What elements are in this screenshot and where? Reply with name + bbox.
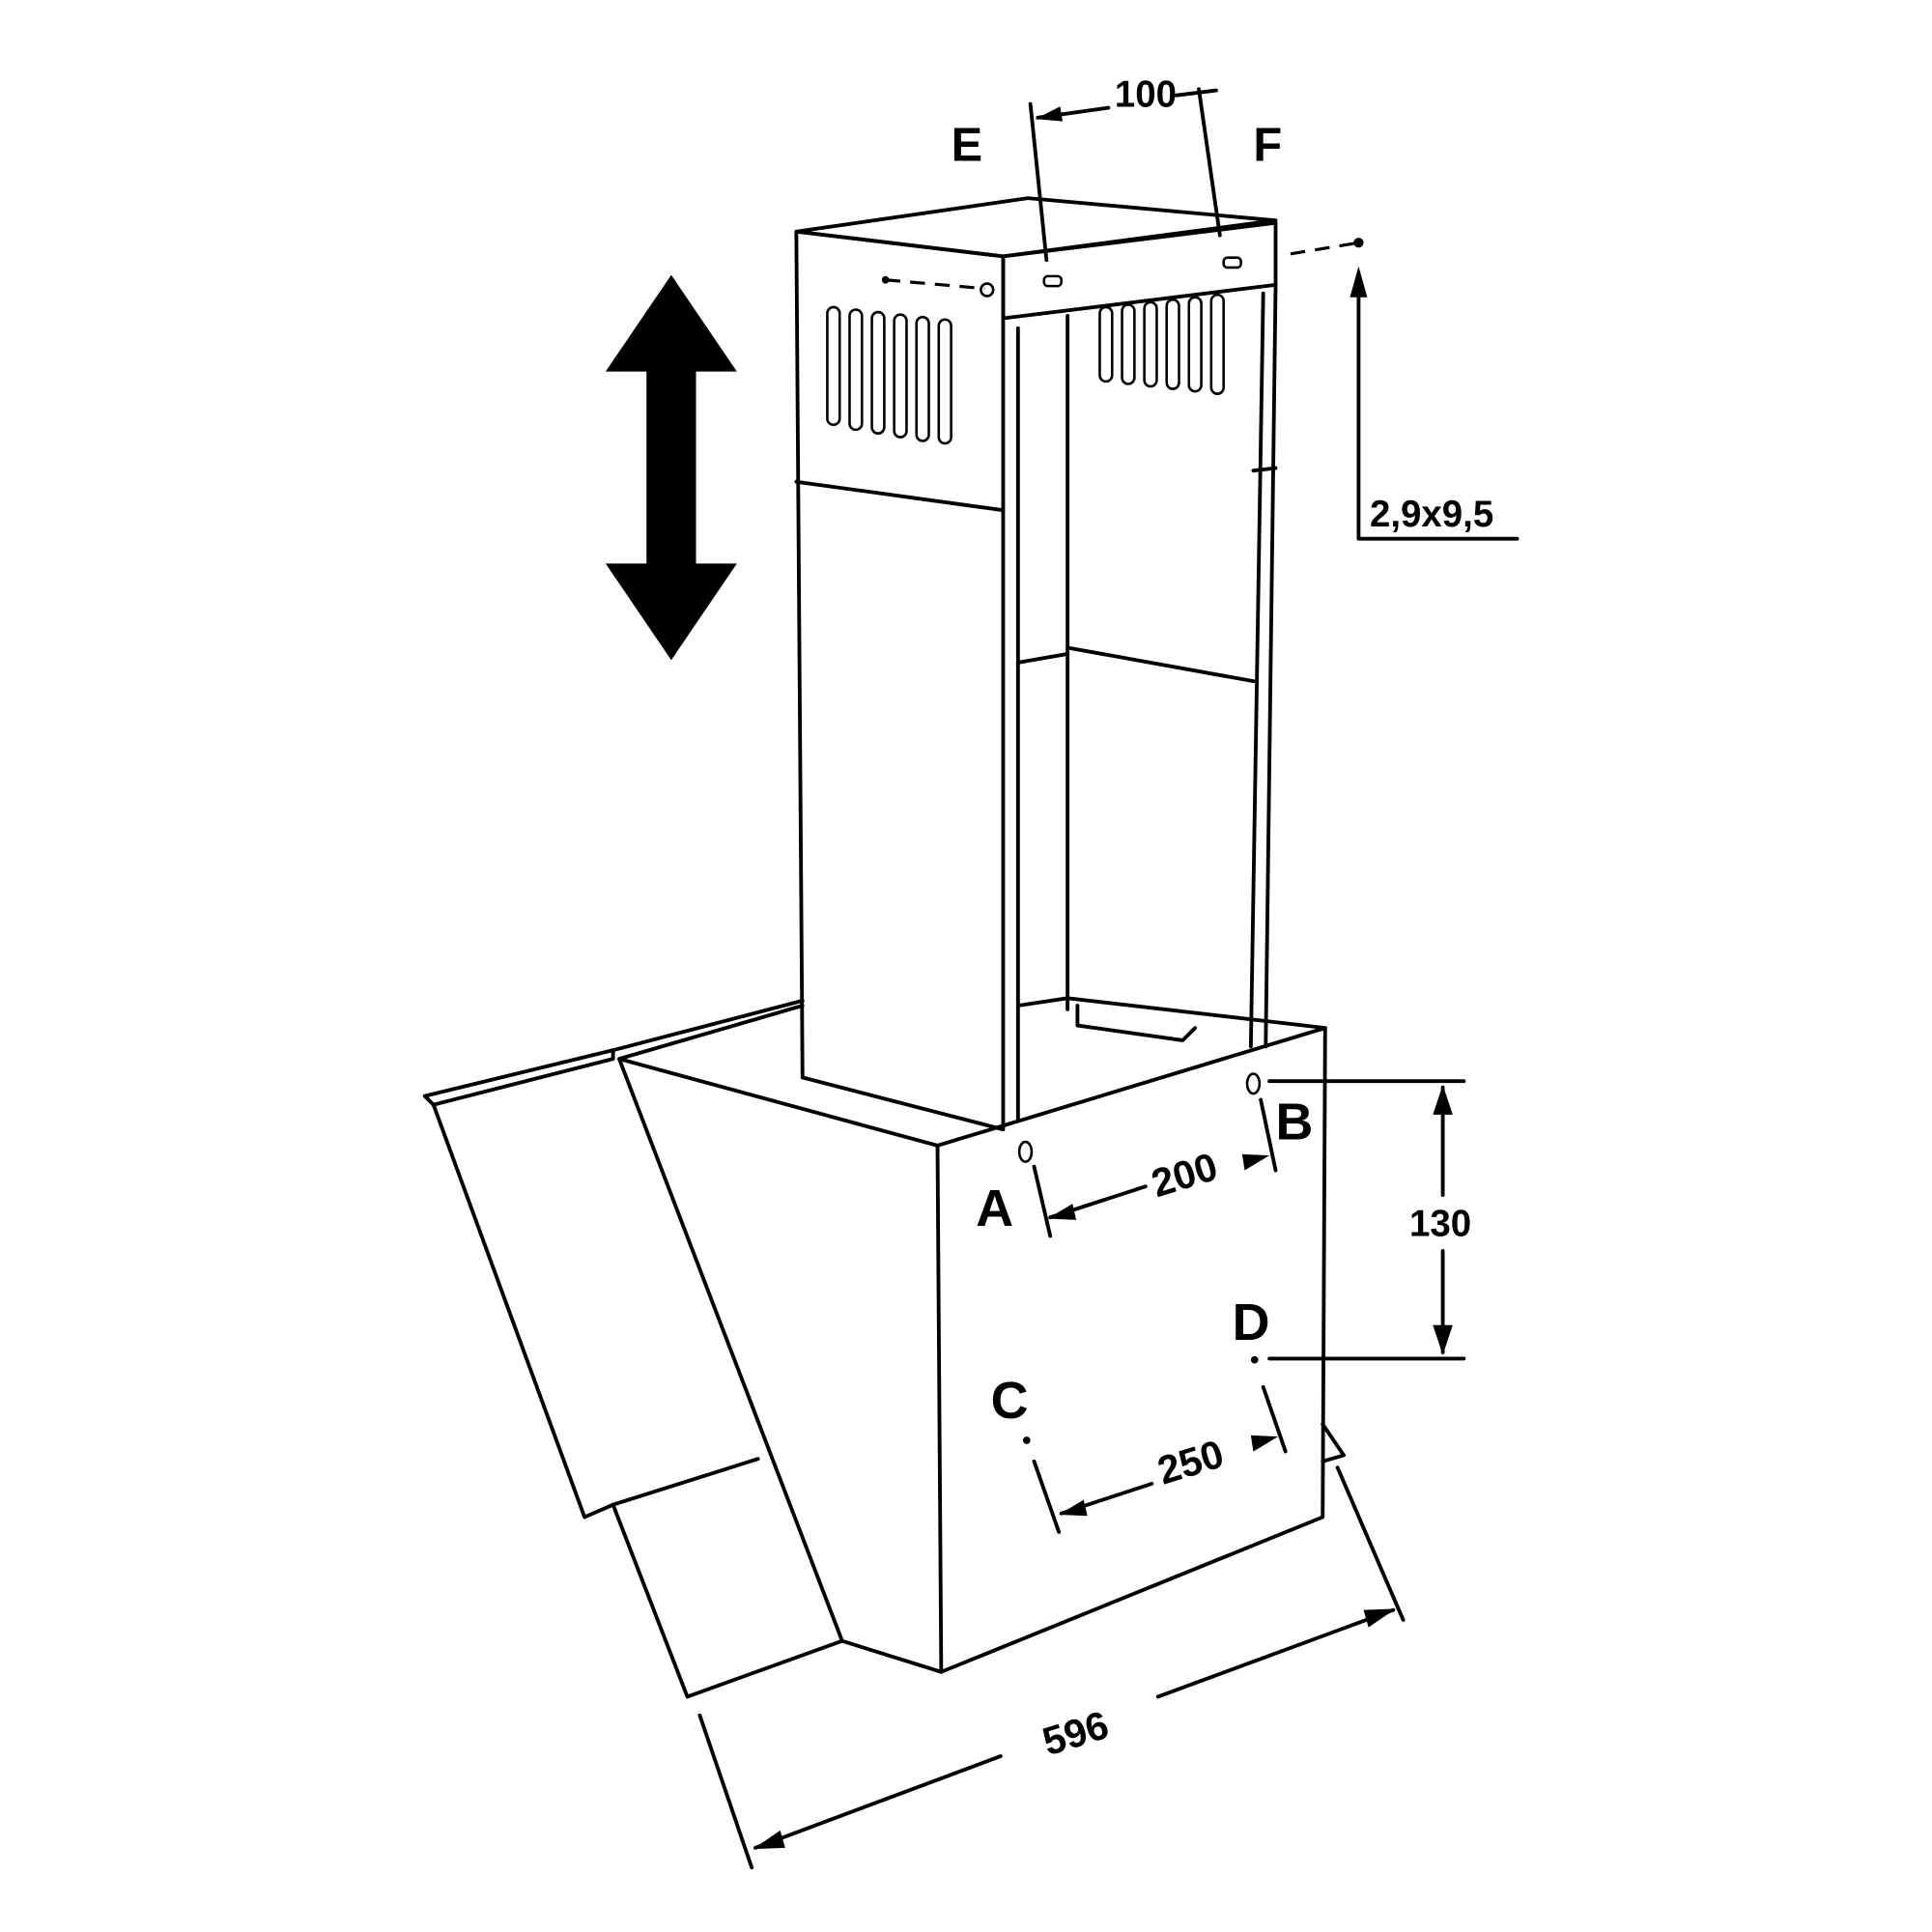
label-d: D xyxy=(1233,1293,1270,1351)
hood-body xyxy=(422,996,1346,1699)
height-adjust-arrow-icon xyxy=(605,274,737,661)
chimney-inner xyxy=(1015,282,1278,1123)
label-c: C xyxy=(991,1372,1029,1430)
label-e: E xyxy=(952,120,983,172)
chimney-outer xyxy=(794,196,1278,1132)
dimension-250: 250 xyxy=(1152,1432,1229,1493)
dimension-130: 130 xyxy=(1409,1203,1471,1244)
mounting-holes xyxy=(1017,1072,1262,1444)
dimension-596: 596 xyxy=(1037,1702,1114,1764)
dimension-lines xyxy=(697,87,1466,1870)
screw-icon xyxy=(881,238,1520,541)
label-f: F xyxy=(1253,120,1282,172)
label-b: B xyxy=(1276,1093,1314,1151)
label-a: A xyxy=(976,1179,1013,1237)
screw-size-label: 2,9x9,5 xyxy=(1370,494,1493,535)
dimension-200: 200 xyxy=(1147,1144,1223,1206)
dimension-100: 100 xyxy=(1115,73,1177,115)
